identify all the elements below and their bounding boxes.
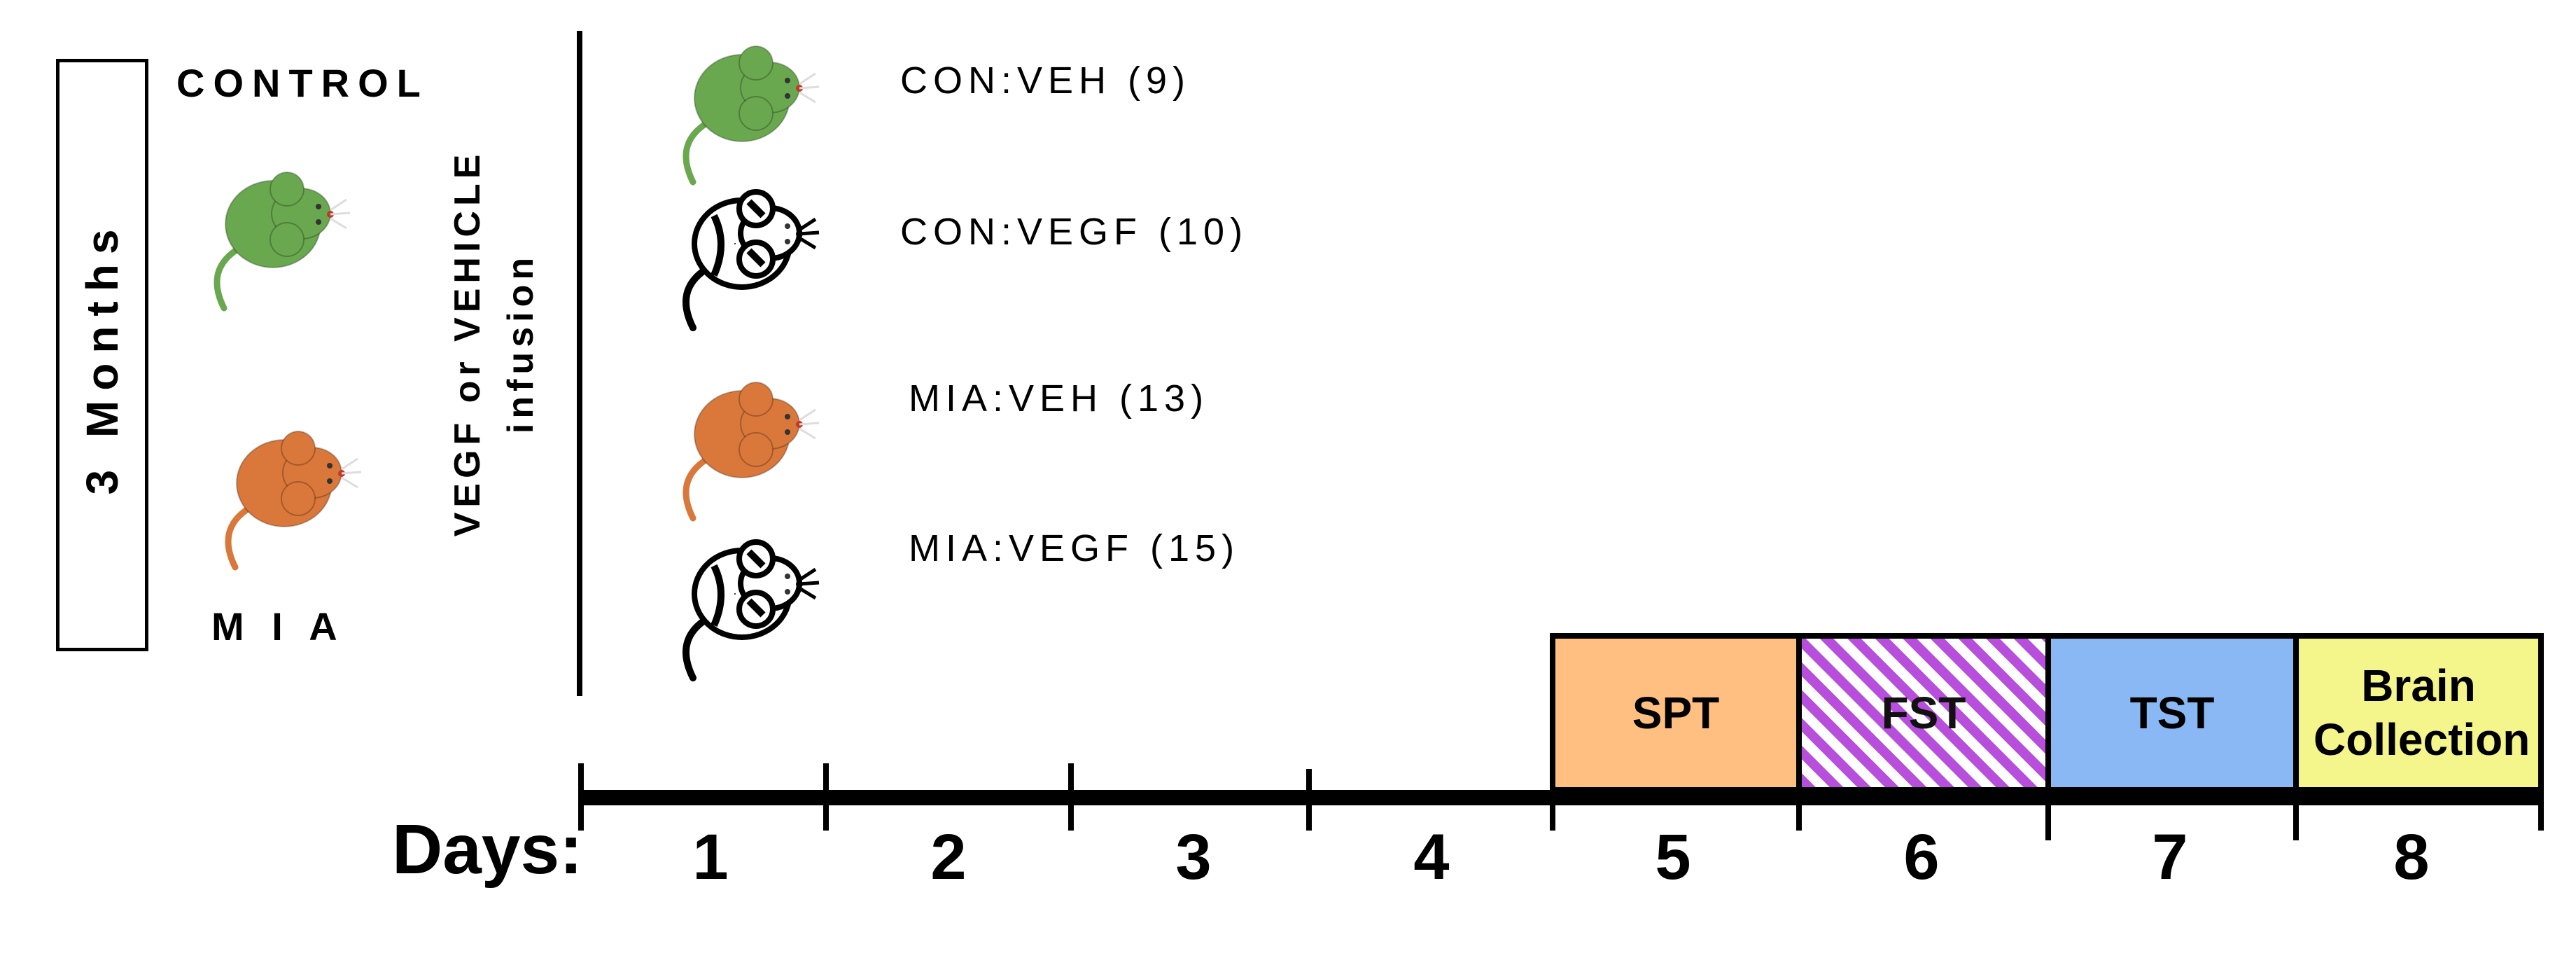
stage-brain-collection-label: Brain Collection (2314, 660, 2530, 765)
con-vegf-mouse-icon (682, 189, 820, 331)
timeline-tick (2293, 790, 2299, 840)
timeline-axis (581, 790, 2544, 805)
timeline-tick (2045, 790, 2051, 840)
days-prefix: Days: (392, 810, 583, 889)
duration-label: 3 Months (77, 219, 127, 495)
timeline-tick (823, 763, 829, 831)
stage-tst-label: TST (2129, 687, 2215, 738)
mia-vegf-mouse-icon (682, 539, 820, 681)
timeline-tick (1550, 790, 1555, 831)
mia-veh-mouse-icon (682, 382, 820, 522)
stage-spt-label: SPT (1632, 687, 1720, 738)
timeline-tick (578, 763, 584, 831)
day-label: 7 (2152, 821, 2188, 893)
stage-brain-collection: Brain Collection (2293, 633, 2544, 793)
con-veh-mouse-icon (682, 46, 820, 186)
condition-label-mia-veh: MIA:VEH (13) (909, 377, 1210, 419)
day-label: 6 (1903, 821, 1940, 893)
timeline-tick (2538, 790, 2544, 831)
day-label: 2 (930, 821, 967, 893)
stage-fst: FST (1796, 633, 2045, 793)
stage-tst: TST (2045, 633, 2293, 793)
control-group-label: CONTROL (176, 61, 429, 105)
control-mouse-icon (214, 172, 351, 312)
timeline-tick (1068, 763, 1074, 831)
divider-line (577, 31, 582, 696)
condition-label-con-vegf: CON:VEGF (10) (900, 211, 1249, 253)
stage-spt: SPT (1550, 633, 1796, 793)
mia-group-label: M I A (211, 604, 346, 648)
condition-label-con-veh: CON:VEH (9) (900, 60, 1191, 102)
mia-mouse-icon (225, 431, 362, 571)
infusion-label: VEGF or VEHICLE infusion (441, 133, 553, 553)
timeline-tick (1306, 769, 1312, 831)
duration-box (56, 59, 148, 651)
day-label: 3 (1175, 821, 1212, 893)
day-label: 1 (692, 821, 729, 893)
day-label: 5 (1655, 821, 1691, 893)
infusion-label-line2: infusion (500, 252, 541, 434)
timeline-tick (1796, 790, 1802, 831)
day-label: 8 (2393, 821, 2430, 893)
day-label: 4 (1413, 821, 1450, 893)
stage-fst-label: FST (1881, 687, 1966, 738)
infusion-label-line1: VEGF or VEHICLE (447, 149, 488, 537)
condition-label-mia-vegf: MIA:VEGF (15) (909, 527, 1240, 569)
